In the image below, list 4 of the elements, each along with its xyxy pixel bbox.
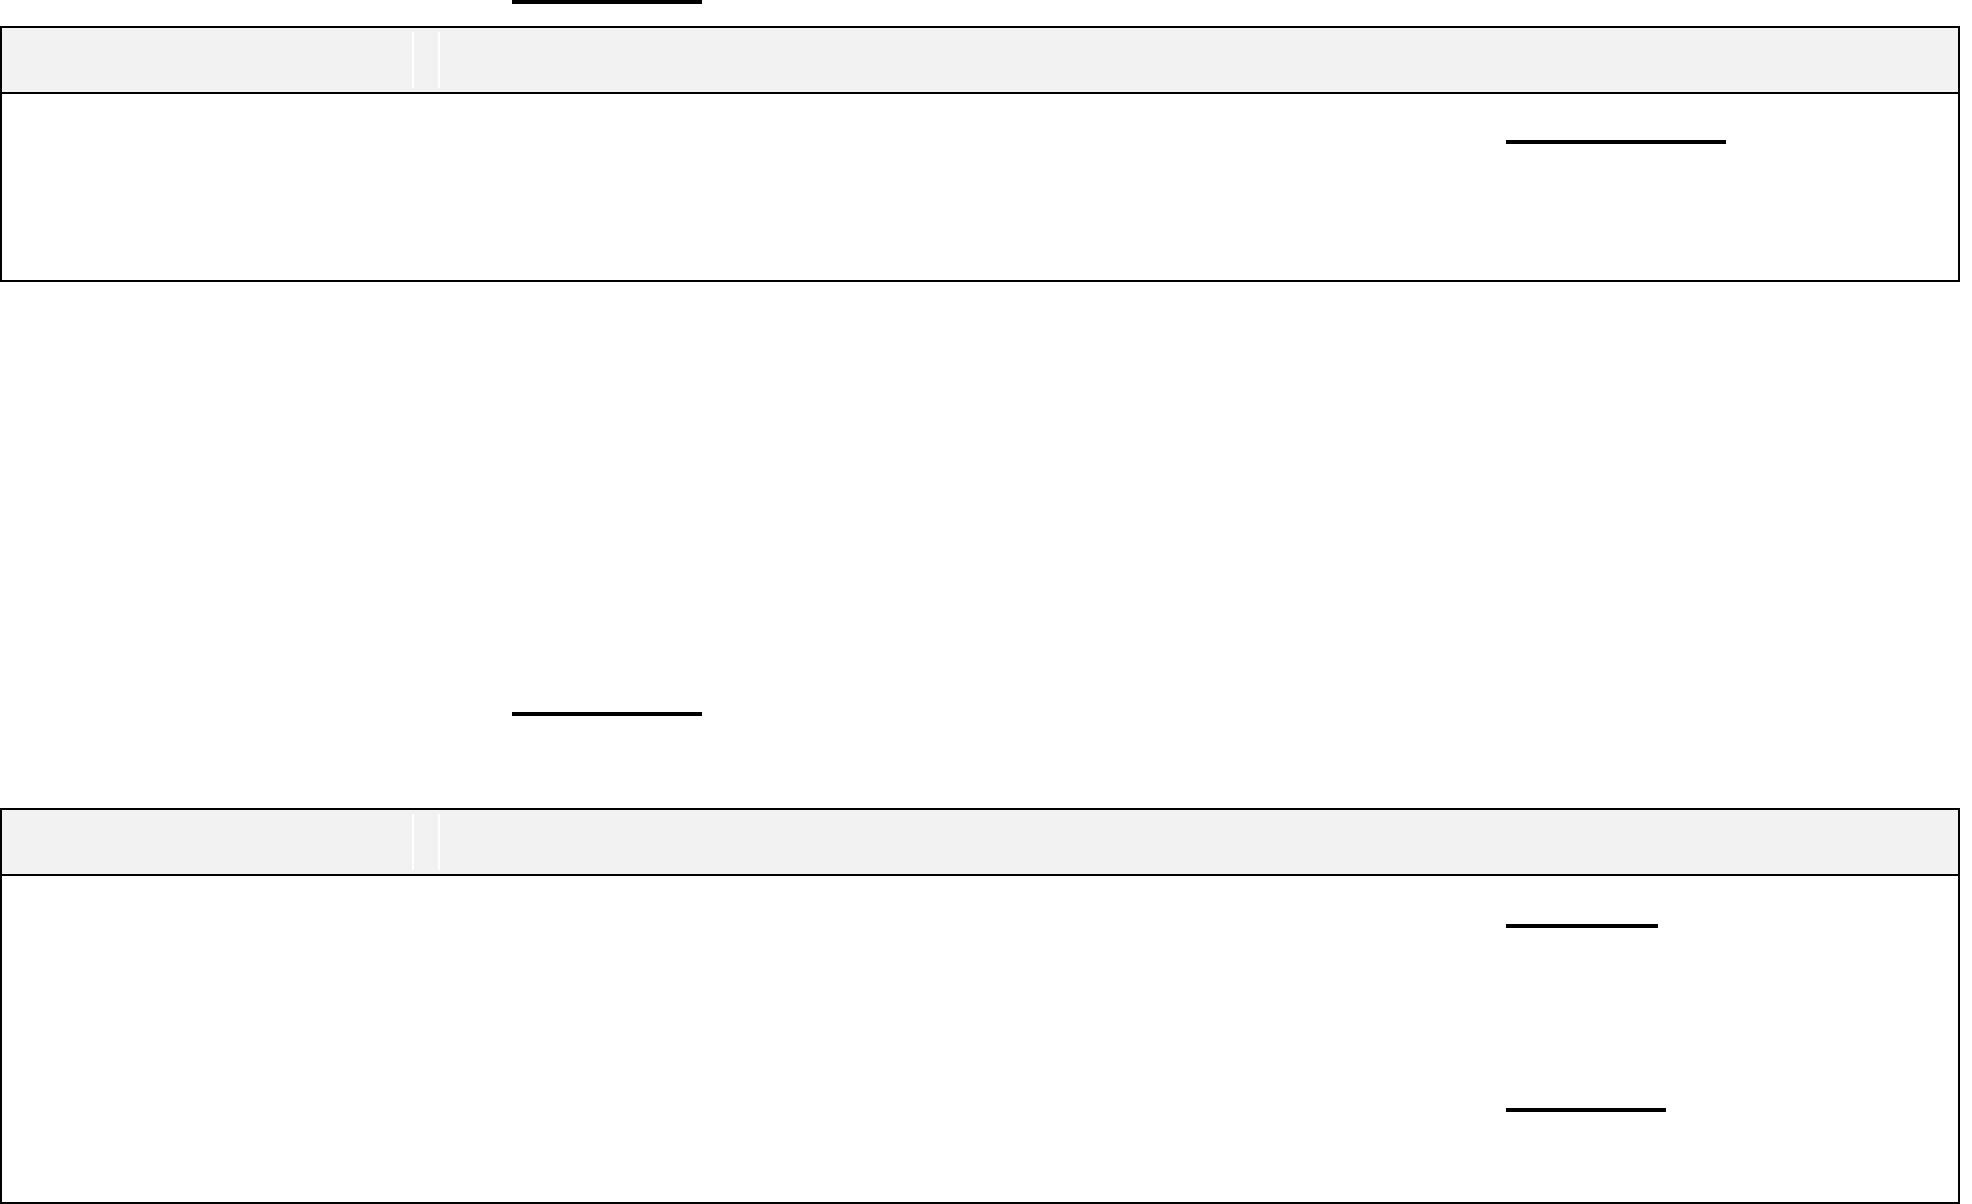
table-frame <box>0 26 1960 282</box>
header-row <box>2 28 1958 94</box>
table-frame <box>0 808 1960 1204</box>
header-row <box>2 810 1958 876</box>
